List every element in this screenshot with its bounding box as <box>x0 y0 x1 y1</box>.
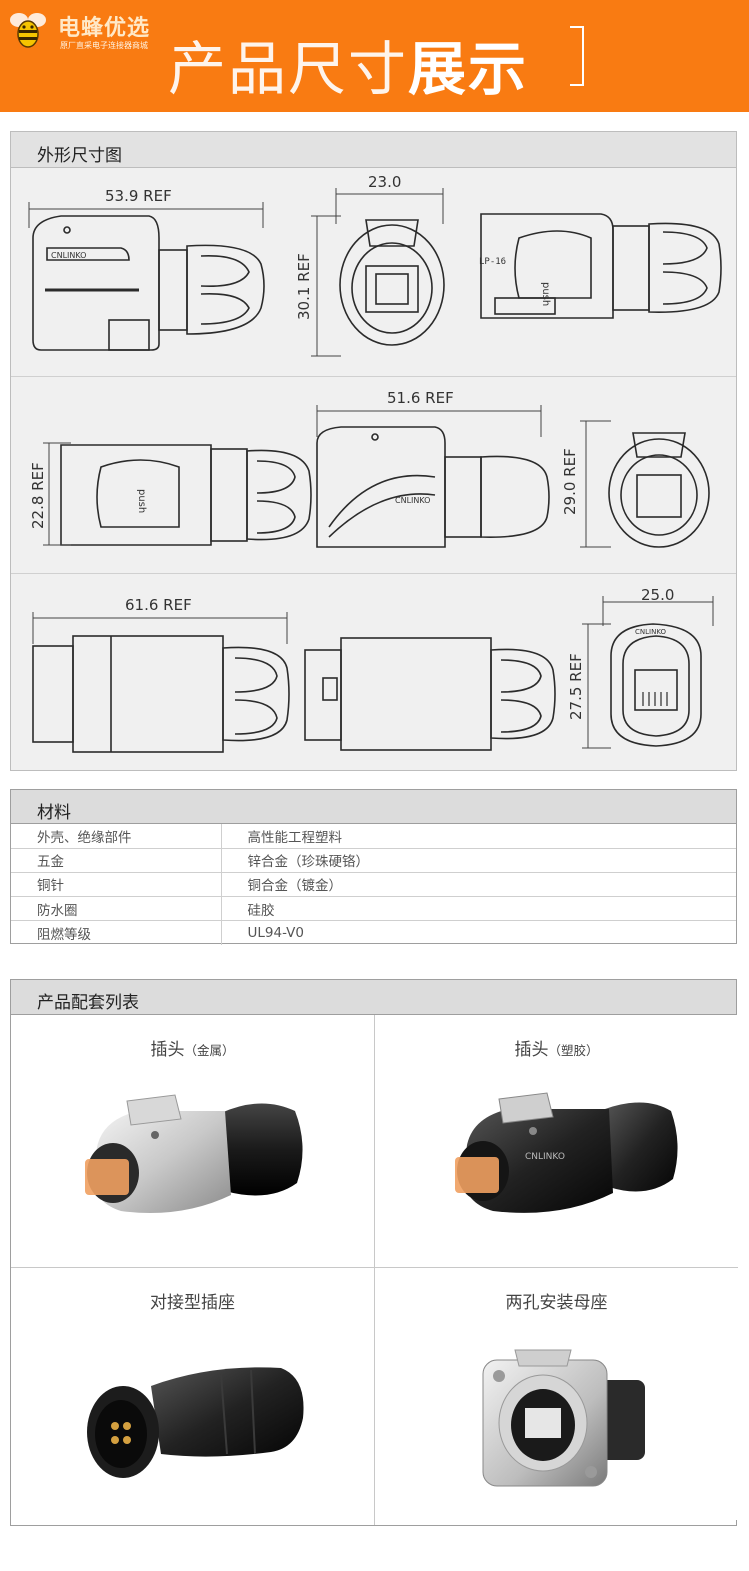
materials-section: 材料 外壳、绝缘部件 高性能工程塑料 五金 锌合金（珍珠硬铬） 铜针 铜合金（镀… <box>10 789 737 945</box>
logo-name: 电蜂优选 <box>58 15 151 41</box>
brand-mark-row2: CNLINKO <box>395 496 430 505</box>
metal-plug-image <box>85 1094 303 1213</box>
dim-label-height-1: 30.1 REF <box>295 253 313 320</box>
drawing-side-view-2 <box>316 426 550 548</box>
lp-mark-row1: LP-16 <box>479 257 506 267</box>
product-name: 对接型插座 <box>150 1293 235 1313</box>
dimension-section-title: 外形尺寸图 <box>37 146 122 166</box>
page-title: 产品尺寸展示 <box>168 22 528 106</box>
material-part: 五金 <box>11 848 222 873</box>
dim-label-length-1: 53.9 REF <box>105 187 172 205</box>
dimension-row-1: LP-16 push CNLINKO 53.9 REF 23.0 30.1 RE… <box>11 168 736 377</box>
bee-icon <box>10 13 46 48</box>
material-part: 外壳、绝缘部件 <box>11 824 222 849</box>
drawing-front-view-1 <box>339 219 445 346</box>
drawing-row-1: LP-16 push CNLINKO <box>28 188 722 357</box>
product-card-plastic-plug[interactable]: 插头（塑胶） CNLINKO <box>375 1015 738 1267</box>
product-grid-divider-vertical <box>374 1015 375 1525</box>
materials-section-header: 材料 <box>11 790 736 824</box>
header-banner: 电蜂优选 原厂直采电子连接器商城 产品尺寸展示 <box>0 0 749 112</box>
dimension-row-2: push CNLINKO 51.6 REF 22.8 REF 29.0 REF <box>11 377 736 574</box>
dim-label-width-1: 23.0 <box>368 173 402 191</box>
product-name: 插头（塑胶） <box>375 1035 738 1060</box>
dimension-row-3: CNLINKO 61.6 REF 25.0 27.5 REF <box>11 574 736 770</box>
product-grid-divider-horizontal <box>11 1267 738 1268</box>
dim-label-length-2: 51.6 REF <box>387 389 454 407</box>
products-section: 产品配套列表 插头（金属） 插头（塑胶） <box>10 979 738 1526</box>
drawing-front-view-2 <box>608 432 710 548</box>
table-row: 铜针 铜合金（镀金） <box>11 872 736 898</box>
material-part: 防水圈 <box>11 896 222 922</box>
drawing-top-view-3 <box>304 637 556 751</box>
dim-label-height-4: 27.5 REF <box>567 653 585 720</box>
dimension-section-header: 外形尺寸图 <box>11 132 736 168</box>
dim-label-width-3: 25.0 <box>641 586 675 604</box>
product-name-text: 插头 <box>150 1040 185 1060</box>
product-name: 插头（金属） <box>11 1035 374 1060</box>
logo-tagline: 原厂直采电子连接器商城 <box>60 41 148 50</box>
table-row: 阻燃等级 UL94-V0 <box>11 920 736 945</box>
drawing-row-2: push CNLINKO <box>43 405 710 548</box>
dim-label-length-3: 61.6 REF <box>125 596 192 614</box>
table-row: 五金 锌合金（珍珠硬铬） <box>11 848 736 873</box>
drawing-row-3: CNLINKO <box>32 596 714 753</box>
drawing-side-view-3 <box>32 635 290 753</box>
product-name: 两孔安装母座 <box>505 1293 608 1313</box>
push-mark-row1: push <box>540 282 551 306</box>
table-row: 外壳、绝缘部件 高性能工程塑料 <box>11 824 736 849</box>
table-row: 防水圈 硅胶 <box>11 896 736 922</box>
products-section-title: 产品配套列表 <box>37 993 139 1013</box>
page-title-thin: 产品尺寸 <box>168 35 409 103</box>
push-mark-row2: push <box>136 489 147 513</box>
materials-table: 外壳、绝缘部件 高性能工程塑料 五金 锌合金（珍珠硬铬） 铜针 铜合金（镀金） … <box>11 824 736 945</box>
panel-socket-image <box>482 1349 645 1487</box>
product-name-text: 插头 <box>514 1040 549 1060</box>
material-value: 硅胶 <box>221 896 736 922</box>
material-value: 锌合金（珍珠硬铬） <box>221 848 736 873</box>
product-card-butt-socket[interactable]: 对接型插座 <box>11 1268 374 1520</box>
drawing-front-view-3 <box>610 623 702 747</box>
product-name-note: （金属） <box>184 1043 235 1058</box>
materials-section-title: 材料 <box>37 803 71 823</box>
brand-mark-product: CNLINKO <box>525 1152 565 1162</box>
dimension-section: 外形尺寸图 <box>10 131 737 771</box>
page-title-bold: 展示 <box>408 35 529 103</box>
brand-mark-row3: CNLINKO <box>635 628 667 636</box>
product-name-note: （塑胶） <box>548 1043 599 1058</box>
products-section-header: 产品配套列表 <box>11 980 736 1015</box>
site-logo[interactable]: 电蜂优选 原厂直采电子连接器商城 <box>6 6 166 52</box>
drawing-top-view-1 <box>480 213 722 319</box>
plastic-plug-image: CNLINKO <box>455 1092 678 1213</box>
material-part: 阻燃等级 <box>11 920 222 945</box>
material-value: 铜合金（镀金） <box>221 872 736 898</box>
dim-label-height-2: 22.8 REF <box>29 462 47 529</box>
material-value: UL94-V0 <box>247 925 305 942</box>
dim-label-height-3: 29.0 REF <box>561 448 579 515</box>
title-bracket-decoration <box>570 26 584 86</box>
material-value: 高性能工程塑料 <box>221 824 736 849</box>
brand-mark-row1: CNLINKO <box>51 251 86 260</box>
butt-socket-image <box>87 1367 304 1478</box>
product-card-metal-plug[interactable]: 插头（金属） <box>11 1015 374 1267</box>
product-card-panel-socket[interactable]: 两孔安装母座 <box>375 1268 738 1520</box>
drawing-top-view-2 <box>60 444 312 546</box>
drawing-side-view-1 <box>32 215 265 351</box>
material-part: 铜针 <box>11 872 222 898</box>
